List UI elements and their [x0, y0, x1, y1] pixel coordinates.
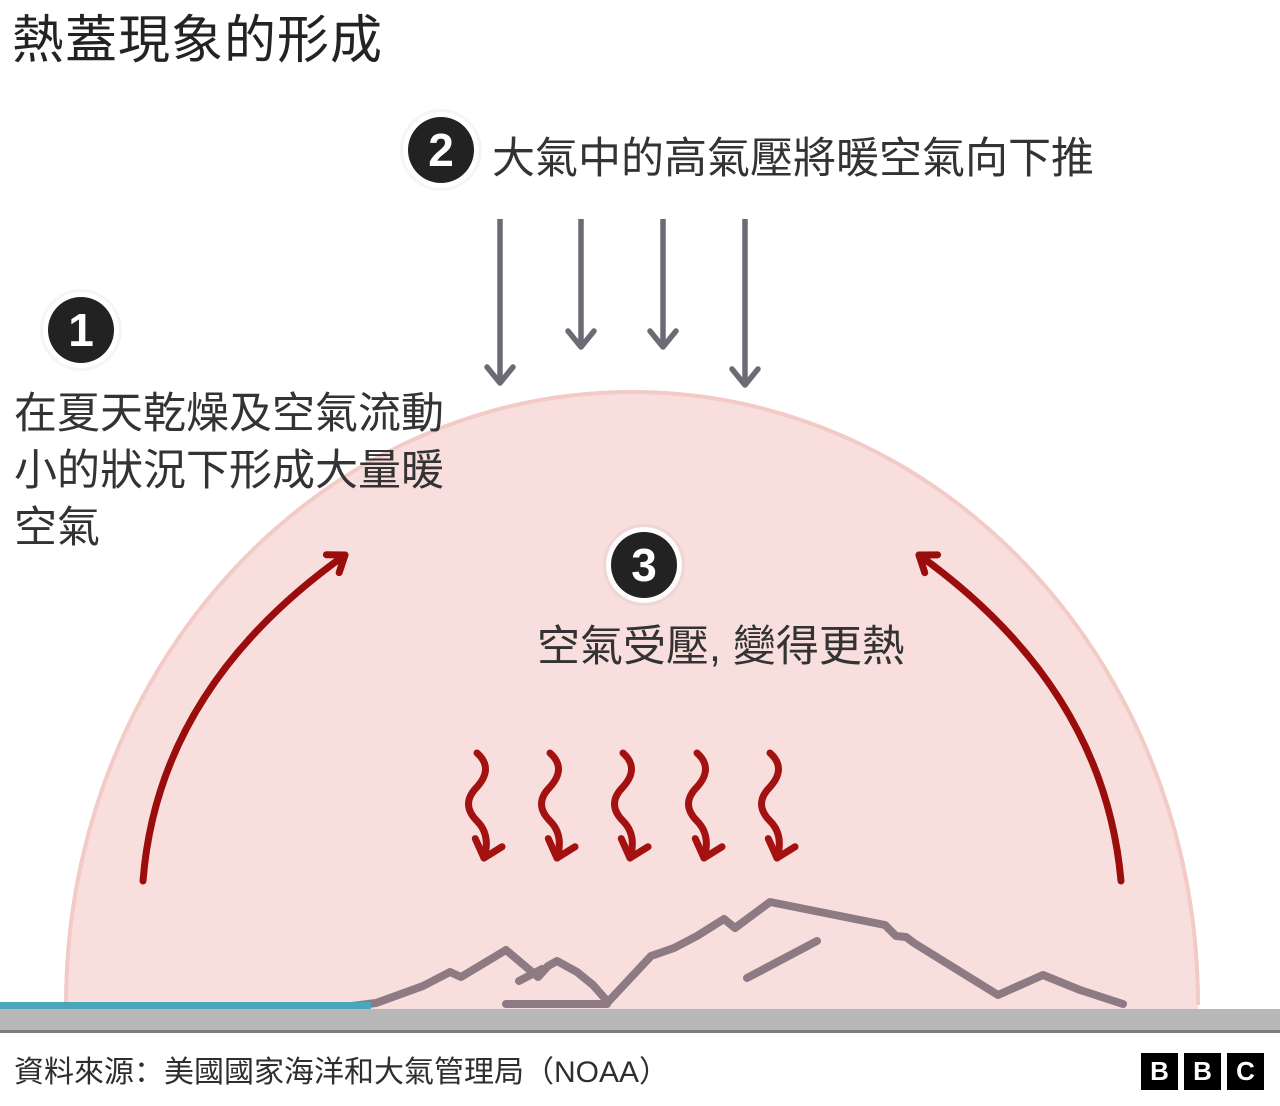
- pressure-down-arrows-icon: [484, 219, 761, 388]
- ground-dark-line: [0, 1030, 1280, 1033]
- mountain-main-ridge: [348, 898, 1127, 1010]
- heat-arrow-1-icon: [465, 749, 506, 862]
- rise-curved-arrows-icon: [139, 551, 1125, 885]
- bbc-logo-letter-b1: B: [1141, 1053, 1178, 1090]
- step-1-badge: 1: [48, 297, 114, 363]
- bbc-logo-letter-c: C: [1227, 1053, 1264, 1090]
- rise-arrow-right-icon: [915, 551, 1125, 885]
- mountain-front-ridge-small: [515, 965, 546, 985]
- rise-arrow-left-icon: [139, 551, 349, 885]
- ground-gray-band: [0, 1009, 1280, 1030]
- mountain-ridge-icon: [348, 898, 1127, 1010]
- heat-wavy-arrows-icon: [465, 749, 799, 862]
- page-title: 熱蓋現象的形成: [12, 12, 384, 70]
- ground-teal-bar: [0, 1002, 371, 1009]
- step-3-badge: 3: [611, 532, 677, 598]
- bbc-logo: B B C: [1141, 1053, 1264, 1090]
- heat-arrow-3-icon: [611, 749, 652, 862]
- heat-arrow-5-icon: [758, 749, 799, 862]
- step-2-label: 大氣中的高氣壓將暖空氣向下推: [492, 135, 1094, 183]
- heat-dome-edge: [64, 390, 1200, 1006]
- step-3-label: 空氣受壓, 變得更熱: [537, 623, 905, 671]
- source-credit: 資料來源：美國國家海洋和大氣管理局（NOAA）: [14, 1056, 670, 1089]
- ground: [0, 1002, 1280, 1033]
- bbc-logo-letter-b2: B: [1184, 1053, 1221, 1090]
- mountain-front-ridge-large: [743, 937, 821, 982]
- step-1-label: 在夏天乾燥及空氣流動小的狀況下形成大量暖空氣: [14, 390, 444, 552]
- heat-arrow-4-icon: [685, 749, 726, 862]
- heat-dome-fill: [66, 392, 1198, 1010]
- step-2-badge: 2: [408, 117, 474, 183]
- heat-arrow-2-icon: [538, 749, 579, 862]
- heat-dome: [64, 390, 1200, 1010]
